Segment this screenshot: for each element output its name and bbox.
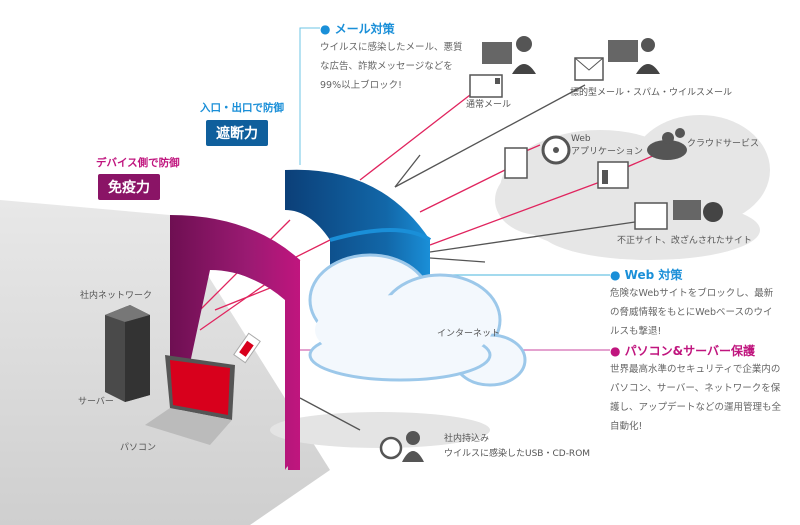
gateway-defense-label: 入口・出口で防御 [200,102,284,114]
targeted-mail-label: 標的型メール・スパム・ウイルスメール [570,88,733,98]
web-app-line1: Web [571,134,591,144]
pc-label: パソコン [120,443,157,453]
web-protection-desc: 危険なWebサイトをブロックし、最新の脅威情報をもとにWebベースのウイルスも撃… [610,288,774,337]
web-app-line2: アプリケーション [571,147,643,157]
cd-icon [541,135,571,165]
internet-label: インターネット [437,329,501,339]
device-defense-label: デバイス側で防御 [96,157,180,169]
mail-protection-title: ● メール対策 [320,22,395,36]
user-laptop-icon [482,36,536,74]
usb-cd-icon [379,431,424,462]
malicious-site-icon [634,200,723,230]
carry-in-title: 社内持込み [444,434,490,444]
laptop-icon [145,355,235,445]
network-label: 社内ネットワーク [80,291,153,301]
server-label: サーバー [78,397,114,407]
floor [0,200,330,525]
pc-server-protection-desc: 世界最高水準のセキュリティで企業内のパソコン、サーバー、ネットワークを保護し、ア… [610,364,782,432]
browser-window-icon [597,161,629,189]
cloud-service-label: クラウドサービス [687,139,760,149]
pc-server-protection-title: ● パソコン&サーバー保護 [610,344,755,358]
blocking-badge: 遮断力 [206,120,268,146]
malicious-site-label: 不正サイト、改ざんされたサイト [617,236,752,246]
carry-in-desc: ウイルスに感染したUSB・CD-ROM [444,449,591,459]
server-icon [105,305,150,402]
web-app-label: Web アプリケーション [571,133,643,159]
immunity-badge: 免疫力 [98,174,160,200]
cloud-service-icon [647,128,687,160]
mail-protection-desc: ウイルスに感染したメール、悪質な広告、詐欺メッセージなどを99%以上ブロック! [320,42,463,91]
syringe-icon [233,332,261,364]
floor-shadow [270,412,490,448]
normal-mail-icon [469,74,503,98]
web-protection-title: ● Web 対策 [610,268,683,282]
targeted-mail-icon [574,38,660,81]
document-icon [504,147,528,179]
normal-mail-label: 通常メール [466,100,512,110]
